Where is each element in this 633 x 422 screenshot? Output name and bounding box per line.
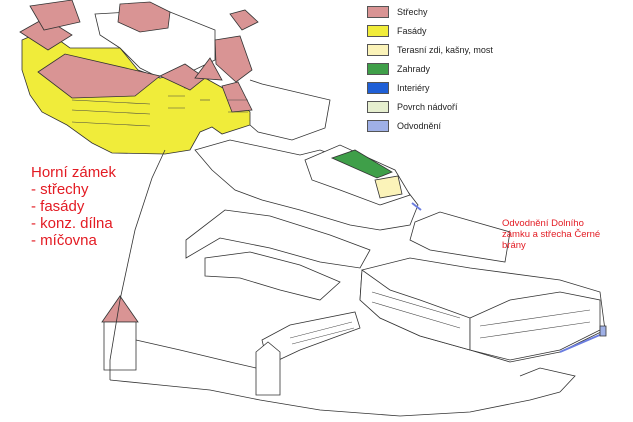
legend-item: Interiéry xyxy=(367,78,547,97)
annotation-horni-zamek: Horní zámek - střechy - fasády - konz. d… xyxy=(31,164,116,249)
legend-swatch xyxy=(367,119,389,132)
lower-castle xyxy=(359,257,607,363)
annotation-line: Odvodnění Dolního xyxy=(502,218,584,229)
legend-swatch xyxy=(367,100,389,113)
legend-item: Odvodnění xyxy=(367,116,547,135)
annotation-item: - míčovna xyxy=(31,232,97,249)
roof-tower-south xyxy=(194,57,223,81)
legend-swatch xyxy=(367,81,389,94)
legend-label: Fasády xyxy=(397,25,427,36)
annotation-item: - střechy xyxy=(31,181,89,198)
garden-yellow-patch xyxy=(374,175,403,199)
legend-swatch xyxy=(367,62,389,75)
roof-east-corner xyxy=(221,81,253,113)
legend-item: Fasády xyxy=(367,21,547,40)
legend-label: Zahrady xyxy=(397,63,431,74)
legend-item: Střechy xyxy=(367,2,547,21)
outer-wall-south-inner xyxy=(135,339,257,369)
annotation-dolni-zamek: Odvodnění Dolního zámku a střecha Černé … xyxy=(502,218,622,251)
annotation-item: - fasády xyxy=(31,198,85,215)
legend-label: Terasní zdi, kašny, most xyxy=(397,44,493,55)
drainage-patch xyxy=(599,325,607,337)
legend-item: Povrch nádvoří xyxy=(367,97,547,116)
east-wing xyxy=(409,211,511,263)
legend-item: Terasní zdi, kašny, most xyxy=(367,40,547,59)
upper-castle xyxy=(19,0,259,155)
drainage-line-2 xyxy=(559,333,603,353)
drainage-line-1 xyxy=(411,202,422,211)
roof-northwest xyxy=(29,0,81,31)
outer-wall-west xyxy=(109,149,166,380)
annotation-item: - konz. dílna xyxy=(31,215,113,232)
legend-item: Zahrady xyxy=(367,59,547,78)
legend-swatch xyxy=(367,43,389,56)
annotation-line: zámku a střecha Černé xyxy=(502,229,601,240)
gate-tower-body xyxy=(103,321,137,371)
garden-green-area xyxy=(330,149,393,179)
roof-west-wing xyxy=(19,17,73,51)
roof-northeast-tower xyxy=(229,9,259,31)
annotation-line: brány xyxy=(502,240,526,251)
outer-wall-east xyxy=(519,367,576,393)
legend-swatch xyxy=(367,5,389,18)
garden-wall xyxy=(249,79,331,141)
legend: Střechy Fasády Terasní zdi, kašny, most … xyxy=(367,2,547,135)
roof-south-wing xyxy=(37,53,161,99)
bridge-tower xyxy=(255,341,281,396)
roof-east-wing xyxy=(214,35,253,83)
annotation-title: Horní zámek xyxy=(31,164,117,181)
outer-wall-south xyxy=(109,379,561,417)
legend-swatch xyxy=(367,24,389,37)
legend-label: Odvodnění xyxy=(397,120,442,131)
legend-label: Střechy xyxy=(397,6,428,17)
legend-label: Povrch nádvoří xyxy=(397,101,458,112)
terrace-lower xyxy=(204,251,341,301)
terrace-middle xyxy=(185,209,371,269)
terrace-upper xyxy=(194,139,419,231)
roof-north-tower xyxy=(117,1,171,33)
legend-label: Interiéry xyxy=(397,82,430,93)
